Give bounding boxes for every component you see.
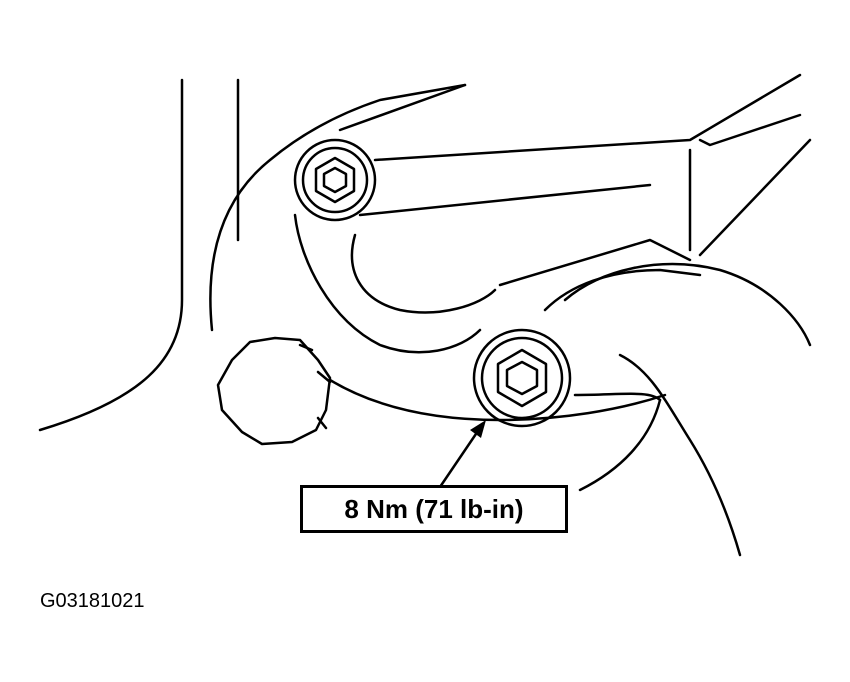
lower-bolt-head bbox=[496, 348, 548, 408]
pipe-bottom-edge bbox=[618, 353, 742, 557]
housing-edge-line bbox=[38, 78, 184, 432]
torque-callout-text: 8 Nm (71 lb-in) bbox=[344, 493, 524, 524]
bracket-top-edge bbox=[338, 73, 802, 162]
pipe-top-edge bbox=[563, 262, 812, 347]
clamp-outer bbox=[293, 213, 482, 354]
bracket-back-line bbox=[698, 113, 802, 147]
flange-right-edge bbox=[578, 398, 662, 492]
lower-bolt-washer bbox=[472, 328, 572, 428]
leader-line bbox=[438, 426, 482, 489]
torque-callout: 8 Nm (71 lb-in) bbox=[300, 485, 568, 533]
figure-code: G03181021 bbox=[40, 590, 145, 612]
housing-curve bbox=[209, 83, 467, 332]
upper-bolt-washer bbox=[293, 138, 377, 222]
upper-bolt-head bbox=[314, 156, 356, 204]
clamp-top-line bbox=[358, 183, 652, 217]
pipe-inner-edge bbox=[543, 268, 702, 312]
upper-bolt-flange bbox=[301, 146, 369, 214]
leader-arrowhead bbox=[470, 420, 486, 438]
sensor-plug bbox=[216, 336, 332, 446]
bracket-diagonal bbox=[688, 138, 812, 257]
upper-bolt-socket bbox=[322, 166, 348, 194]
pipe-lower-inner bbox=[573, 392, 662, 402]
clamp-hook-inner bbox=[350, 233, 497, 314]
lower-bolt-socket bbox=[505, 360, 539, 396]
clamp-lower-line bbox=[498, 238, 692, 287]
lower-bolt-flange bbox=[480, 336, 564, 420]
sensor-plug-detail bbox=[298, 343, 332, 430]
